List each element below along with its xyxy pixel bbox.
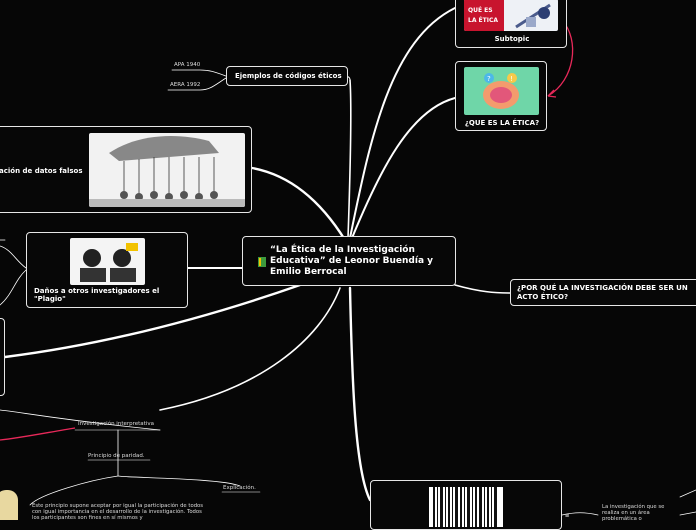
por-que-node[interactable]: ¿POR QUÉ LA INVESTIGACIÓN DEBE SER UN AC… [510,279,696,306]
subtopic-node[interactable]: QUÉ ES LA ÉTICA Subtopic [455,0,567,48]
por-que-label: ¿POR QUÉ LA INVESTIGACIÓN DEBE SER UN AC… [517,284,688,301]
barcode-node[interactable]: ≡ [370,480,569,530]
datos-falsos-label: ación de datos falsos [0,167,83,175]
plagio-node[interactable]: Daños a otros investigadores el "Plagio" [26,232,188,308]
investigacion-interpretativa[interactable]: Investigación interpretativa [78,421,154,427]
brain-icon: ? ! [483,73,519,109]
list-icon: ≡ [565,513,570,520]
lower-left-node[interactable] [0,318,5,396]
svg-text:?: ? [487,75,491,83]
central-topic[interactable]: “La Ética de la Investigación Educativa”… [242,236,456,286]
ethics-image-caption-1: QUÉ ES [468,7,493,14]
copying-students-icon [80,243,138,282]
datos-falsos-node[interactable]: ación de datos falsos [0,126,252,213]
que-es-etica-label: ¿QUE ES LA ÉTICA? [464,119,540,127]
principio-paridad[interactable]: Principio de paridad. [88,453,145,459]
avatar-image [0,490,18,520]
explicacion-label[interactable]: Explicación. [223,485,256,491]
plagio-image [70,238,145,285]
puppet-hand-icon [89,136,245,207]
ethics-image-red-panel [464,0,504,31]
scales-icon [515,3,551,29]
brain-image: ? ! [464,67,539,115]
central-title: “La Ética de la Investigación Educativa”… [270,245,434,277]
barcode-icon [429,487,503,527]
aera-label[interactable]: AERA 1992 [170,82,201,88]
book-icon [258,257,266,267]
ejemplos-codigos-label: Ejemplos de códigos éticos [235,72,342,80]
ejemplos-codigos-node[interactable]: Ejemplos de códigos éticos [226,66,348,86]
ethics-image: QUÉ ES LA ÉTICA [464,0,558,31]
puppet-image [89,133,245,207]
subtopic-label: Subtopic [494,35,530,43]
svg-text:!: ! [510,75,513,83]
plagio-label: Daños a otros investigadores el "Plagio" [34,287,160,303]
que-es-etica-node[interactable]: ? ! ¿QUE ES LA ÉTICA? [455,61,547,131]
right-description: La investigación que se realiza en un ár… [602,504,665,522]
ethics-image-caption-2: LA ÉTICA [468,17,499,24]
paridad-description: Este principio supone aceptar por igual … [32,503,204,521]
apa-label[interactable]: APA 1940 [174,62,201,68]
